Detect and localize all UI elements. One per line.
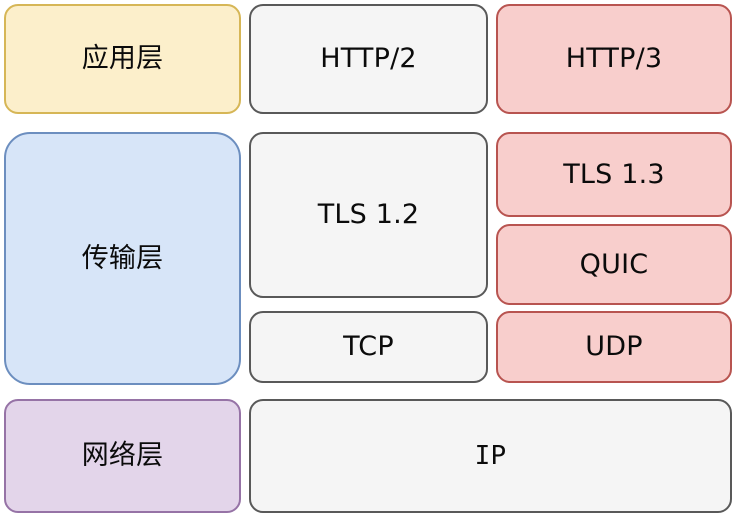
tls13-label: TLS 1.3 <box>563 158 665 190</box>
http2-label: HTTP/2 <box>320 43 417 75</box>
http3-label: HTTP/3 <box>565 43 663 75</box>
tls13-box: TLS 1.3 <box>496 132 732 217</box>
ip-box: IP <box>249 399 732 513</box>
tcp-label: TCP <box>343 331 394 363</box>
application-layer-label-box: 应用层 <box>4 4 241 114</box>
tcp-box: TCP <box>249 311 488 383</box>
transport-layer-label-text: 传输层 <box>81 242 164 274</box>
network-layer-label-text: 网络层 <box>81 440 164 472</box>
quic-box: QUIC <box>496 224 732 305</box>
http3-box: HTTP/3 <box>496 4 732 114</box>
ip-label: IP <box>474 440 507 471</box>
tls12-label: TLS 1.2 <box>317 199 420 231</box>
udp-box: UDP <box>496 311 732 383</box>
quic-label: QUIC <box>579 248 649 280</box>
transport-layer-label-box: 传输层 <box>4 132 241 385</box>
tls12-box: TLS 1.2 <box>249 132 488 298</box>
application-layer-label-text: 应用层 <box>81 43 164 75</box>
udp-label: UDP <box>585 331 643 363</box>
network-layer-label-box: 网络层 <box>4 399 241 513</box>
http2-box: HTTP/2 <box>249 4 488 114</box>
